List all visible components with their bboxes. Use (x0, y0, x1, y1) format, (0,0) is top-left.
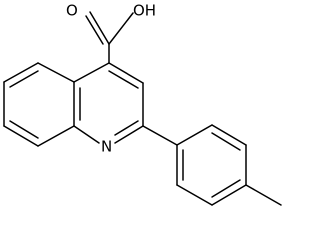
tolyl-bond-c5-c6 (176, 184, 213, 206)
tolyl-bond-c4-c5-inner (211, 179, 241, 198)
aryl-link-bond (142, 125, 178, 146)
nitrogen-label: N (101, 138, 112, 156)
bond-c4a-c5 (37, 62, 75, 83)
bond-c8-c8a (37, 125, 75, 147)
p-tolyl-ring (176, 124, 282, 206)
bond-c4-c3 (108, 62, 144, 84)
bond-c4-c3-inner (108, 70, 139, 89)
hydroxyl-label: OH (133, 2, 156, 20)
tolyl-bond-c1-c2 (176, 124, 213, 146)
tolyl-bond-c4-c5 (211, 184, 247, 206)
bond-c2-n1 (114, 125, 144, 144)
bond-n1-c8a (73, 125, 100, 144)
bond-c2-n1-inner (114, 120, 139, 136)
carbonyl-bond-inner (85, 15, 104, 45)
bond-c7-c8 (3, 125, 39, 147)
chemical-structure-diagram: O OH N (3, 2, 282, 206)
bond-c4-c4a (73, 62, 110, 83)
quinoline-ring: N (3, 62, 144, 156)
bond-c5-c6 (3, 62, 39, 83)
carbonyl-oxygen-label: O (66, 2, 78, 20)
tolyl-bond-c2-c3-inner (211, 132, 241, 151)
hydroxyl-bond (108, 12, 134, 45)
carbonyl-bond-outer (89, 11, 110, 45)
bond-c7-c8-inner (9, 120, 39, 139)
methyl-bond (245, 184, 282, 206)
tolyl-bond-c2-c3 (211, 124, 247, 146)
bond-c5-c6-inner (9, 70, 39, 88)
carboxylic-acid-group: O OH (66, 2, 156, 64)
